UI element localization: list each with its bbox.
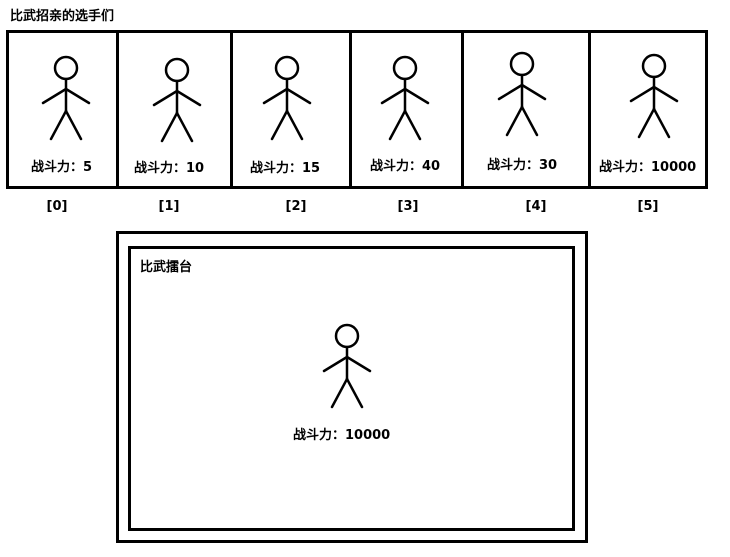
stick-figure-icon [497, 51, 547, 137]
stick-figure-icon [152, 57, 202, 143]
player-index-label: [2] [285, 199, 307, 214]
stick-figure-icon [380, 55, 430, 141]
player-index-label: [1] [158, 199, 180, 214]
stick-figure-icon [41, 55, 91, 141]
player-power-label: 战斗力：10 [134, 161, 205, 176]
arena-inner-frame [128, 246, 575, 531]
player-power-label: 战斗力：5 [31, 160, 93, 175]
players-row: 战斗力：5 战斗力：10 战斗力：15 [6, 30, 708, 189]
player-cell-3: 战斗力：40 [349, 33, 462, 186]
arena-label: 比武擂台 [140, 260, 193, 275]
player-power-label: 战斗力：10000 [599, 160, 697, 175]
stick-figure-icon [262, 55, 312, 141]
player-cell-1: 战斗力：10 [116, 33, 230, 186]
player-cell-5: 战斗力：10000 [588, 33, 705, 186]
player-index-label: [3] [397, 199, 419, 214]
diagram-title: 比武招亲的选手们 [10, 9, 115, 24]
player-cell-0: 战斗力：5 [9, 33, 119, 186]
player-index-label: [4] [525, 199, 547, 214]
player-power-label: 战斗力：30 [487, 158, 558, 173]
arena-outer-frame [116, 231, 588, 543]
player-index-label: [5] [637, 199, 659, 214]
player-index-label: [0] [46, 199, 68, 214]
stick-figure-icon [629, 53, 679, 139]
player-cell-4: 战斗力：30 [461, 33, 589, 186]
player-cell-2: 战斗力：15 [230, 33, 350, 186]
champion-power-label: 战斗力：10000 [293, 428, 391, 443]
player-power-label: 战斗力：40 [370, 159, 441, 174]
champion-stick-figure-icon [322, 323, 372, 409]
player-power-label: 战斗力：15 [250, 161, 321, 176]
